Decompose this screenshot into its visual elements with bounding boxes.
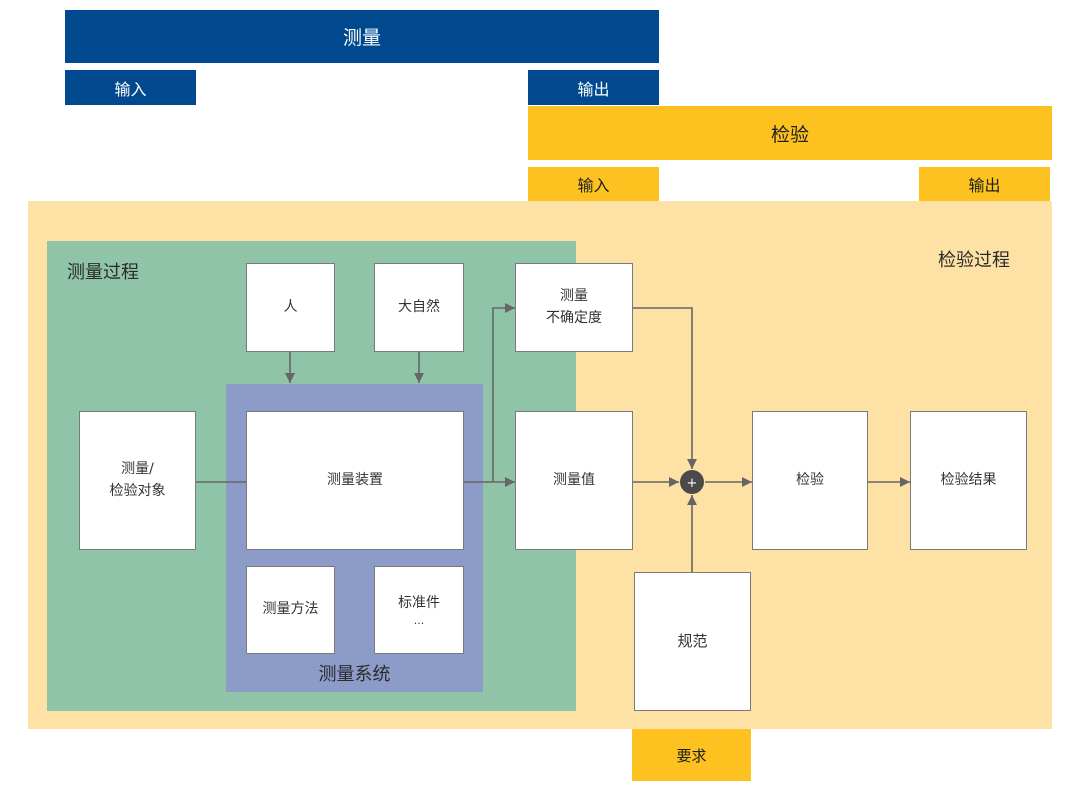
measuring-device-box: 测量装置 [246,411,464,550]
measurement-input-label: 输入 [114,79,147,99]
measuring-device-label: 测量装置 [327,471,383,488]
standard-label-line2: ... [413,614,425,628]
inspection-output-label: 输出 [968,176,1001,195]
measurement-system-label: 测量系统 [318,664,391,685]
measurement-output-tag: 输出 [528,70,659,105]
object-box: 测量/ 检验对象 [79,411,196,550]
nature-box: 大自然 [374,263,464,352]
standard-box: 标准件 ... [374,566,464,654]
specification-label: 规范 [677,631,708,650]
inspection-label: 检验 [796,471,824,488]
inspection-header-title: 检验 [770,123,809,146]
person-box: 人 [246,263,335,352]
uncertainty-box: 测量 不确定度 [515,263,633,352]
measurement-process-label: 测量过程 [67,262,139,283]
standard-label-line1: 标准件 [398,594,440,611]
inspection-result-box: 检验结果 [910,411,1027,550]
inspection-process-label: 检验过程 [938,250,1010,271]
uncertainty-label-line2: 不确定度 [546,309,602,326]
inspection-box: 检验 [752,411,868,550]
inspection-input-label: 输入 [577,176,610,195]
measured-value-label: 测量值 [553,471,595,488]
inspection-output-tag: 输出 [919,167,1050,201]
measurement-header-title: 测量 [342,27,381,49]
inspection-header-bar: 检验 [528,106,1052,160]
measurement-method-label: 测量方法 [262,601,319,618]
measurement-output-label: 输出 [577,79,610,99]
measurement-method-box: 测量方法 [246,566,335,654]
nature-label: 大自然 [398,298,440,315]
measured-value-box: 测量值 [515,411,633,550]
inspection-input-tag: 输入 [528,167,659,201]
person-label: 人 [283,298,298,315]
measurement-input-tag: 输入 [65,70,196,105]
measurement-header-bar: 测量 [65,10,659,63]
inspection-result-label: 检验结果 [940,471,997,488]
object-label-line2: 检验对象 [109,482,166,499]
requirement-tag: 要求 [632,729,751,781]
requirement-label: 要求 [676,746,707,765]
object-label-line1: 测量/ [121,460,154,477]
uncertainty-label-line1: 测量 [560,287,588,304]
specification-box: 规范 [634,572,751,711]
